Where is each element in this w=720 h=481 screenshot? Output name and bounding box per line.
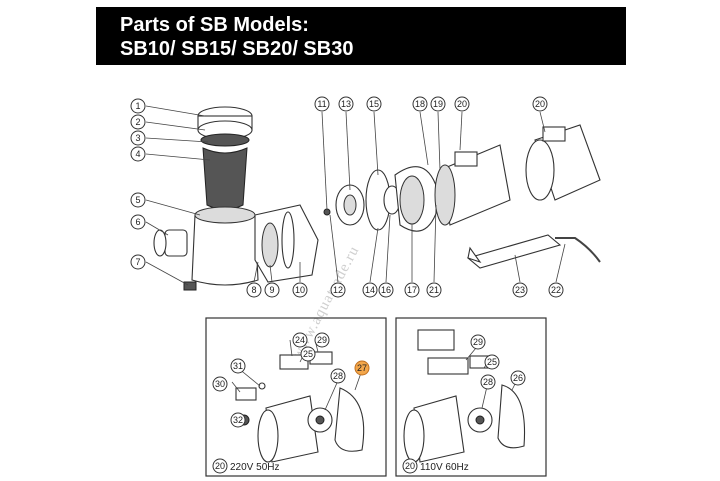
callout-23: 23 (512, 282, 528, 298)
svg-text:12: 12 (333, 285, 343, 295)
callout-14: 14 (362, 282, 378, 298)
callout-32: 32 (230, 412, 246, 428)
callout-5: 5 (130, 192, 146, 208)
motor-label-110v: 110V 60Hz (420, 462, 469, 473)
svg-text:4: 4 (135, 149, 140, 159)
svg-text:32: 32 (233, 415, 243, 425)
impeller-group (323, 166, 441, 232)
inset-110v: 29 25 28 26 20 110V 60Hz (395, 317, 547, 477)
svg-text:1: 1 (135, 101, 140, 111)
svg-text:16: 16 (381, 285, 391, 295)
svg-text:20: 20 (405, 461, 415, 471)
spare-motor (525, 124, 601, 201)
callout-20a: 20 (454, 96, 470, 112)
svg-text:17: 17 (407, 285, 417, 295)
svg-text:20: 20 (457, 99, 467, 109)
title-line-1: Parts of SB Models: (120, 14, 309, 36)
callout-15: 15 (366, 96, 382, 112)
callout-18: 18 (412, 96, 428, 112)
svg-text:13: 13 (341, 99, 351, 109)
callout-9: 9 (264, 282, 280, 298)
svg-text:22: 22 (551, 285, 561, 295)
inset-220v: 24 29 25 27 28 31 30 32 20 220V 50Hz (205, 317, 387, 477)
callout-13: 13 (338, 96, 354, 112)
motor-base (466, 234, 562, 269)
callout-24: 24 (292, 332, 308, 348)
title-line-2: SB10/ SB15/ SB20/ SB30 (120, 38, 354, 60)
callout-22: 22 (548, 282, 564, 298)
svg-text:27: 27 (357, 363, 367, 373)
svg-text:8: 8 (251, 285, 256, 295)
svg-text:9: 9 (269, 285, 274, 295)
callout-27-highlighted: 27 (354, 360, 370, 376)
callout-20-left: 20 (212, 458, 228, 474)
callout-29-left: 29 (314, 332, 330, 348)
callout-20b: 20 (532, 96, 548, 112)
svg-text:5: 5 (135, 195, 140, 205)
callout-16: 16 (378, 282, 394, 298)
callout-2: 2 (130, 114, 146, 130)
strainer-pot-group (153, 106, 259, 291)
callout-6: 6 (130, 214, 146, 230)
svg-text:11: 11 (317, 99, 326, 109)
callout-3: 3 (130, 130, 146, 146)
callout-8: 8 (246, 282, 262, 298)
callouts-main: 1 2 3 4 5 6 7 8 9 10 11 12 13 14 15 16 1… (130, 96, 564, 298)
callout-28-left: 28 (330, 368, 346, 384)
svg-text:19: 19 (433, 99, 443, 109)
callout-28-right: 28 (480, 374, 496, 390)
callout-17: 17 (404, 282, 420, 298)
svg-text:15: 15 (369, 99, 379, 109)
svg-text:25: 25 (303, 349, 313, 359)
svg-text:29: 29 (473, 337, 483, 347)
pump-volute (254, 204, 319, 283)
svg-text:18: 18 (415, 99, 425, 109)
svg-text:30: 30 (215, 379, 225, 389)
callout-30: 30 (212, 376, 228, 392)
callout-11: 11 (314, 96, 330, 112)
callout-26: 26 (510, 370, 526, 386)
svg-text:3: 3 (135, 133, 140, 143)
svg-text:20: 20 (215, 461, 225, 471)
svg-text:21: 21 (429, 285, 439, 295)
callout-21: 21 (426, 282, 442, 298)
callout-25-left: 25 (300, 346, 316, 362)
svg-text:25: 25 (487, 357, 497, 367)
callout-20-right: 20 (402, 458, 418, 474)
callout-29-right: 29 (470, 334, 486, 350)
svg-text:29: 29 (317, 335, 327, 345)
callout-10: 10 (292, 282, 308, 298)
svg-text:7: 7 (135, 257, 140, 267)
pump-motor (434, 144, 511, 226)
svg-text:26: 26 (513, 373, 523, 383)
motor-label-220v: 220V 50Hz (230, 462, 279, 473)
power-cable (555, 237, 601, 263)
callout-12: 12 (330, 282, 346, 298)
svg-text:2: 2 (135, 117, 140, 127)
svg-text:14: 14 (365, 285, 375, 295)
svg-text:31: 31 (233, 361, 243, 371)
svg-text:10: 10 (295, 285, 305, 295)
svg-text:24: 24 (295, 335, 305, 345)
svg-text:23: 23 (515, 285, 525, 295)
title-banner: Parts of SB Models: SB10/ SB15/ SB20/ SB… (96, 7, 626, 65)
callout-31: 31 (230, 358, 246, 374)
svg-text:6: 6 (135, 217, 140, 227)
leader-lines (145, 105, 566, 286)
svg-text:28: 28 (333, 371, 343, 381)
svg-text:28: 28 (483, 377, 493, 387)
callout-4: 4 (130, 146, 146, 162)
callout-7: 7 (130, 254, 146, 270)
callout-19: 19 (430, 96, 446, 112)
callout-25-right: 25 (484, 354, 500, 370)
callout-1: 1 (130, 98, 146, 114)
svg-text:20: 20 (535, 99, 545, 109)
